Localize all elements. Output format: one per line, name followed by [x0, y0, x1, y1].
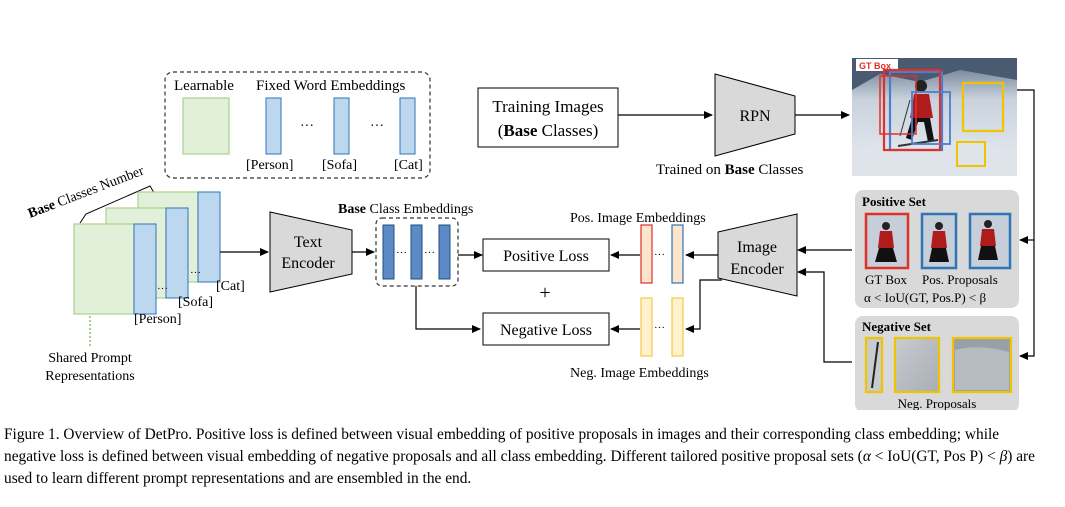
- caption-alpha: α: [862, 448, 871, 465]
- shared-prompt-label: Shared Prompt: [48, 351, 132, 366]
- rpn: RPN: [714, 73, 796, 157]
- rpn-label: RPN: [739, 108, 771, 125]
- ellipsis: ···: [300, 119, 314, 134]
- positive-set-title: Positive Set: [862, 194, 927, 209]
- positive-gt-label: GT Box: [865, 272, 908, 287]
- image-encoder-label-2: Encoder: [730, 261, 784, 278]
- word-embedding-cat: [399, 97, 416, 155]
- positive-loss-box: Positive Loss: [482, 238, 610, 272]
- ellipsis: ···: [396, 247, 407, 259]
- neg-image-embeddings-label: Neg. Image Embeddings: [570, 366, 709, 381]
- ellipsis: ···: [654, 322, 665, 334]
- learnable-label: Learnable: [174, 78, 234, 94]
- training-images-label: Training Images: [492, 97, 603, 116]
- detpro-overview-diagram: Learnable Fixed Word Embeddings ··· ··· …: [26, 58, 1035, 410]
- figure-caption: Figure 1. Overview of DetPro. Positive l…: [4, 424, 1054, 490]
- positive-loss-label: Positive Loss: [503, 248, 589, 265]
- negative-loss-label: Negative Loss: [500, 322, 592, 339]
- class-embeddings: Base Class Embeddings ··· ···: [338, 202, 473, 287]
- caption-text: Figure 1. Overview of DetPro. Positive l…: [4, 426, 1000, 465]
- stack-label-cat: [Cat]: [216, 279, 245, 294]
- pos-image-embeddings-label: Pos. Image Embeddings: [570, 211, 706, 226]
- positive-set-panel: Positive Set GT Box Pos. Proposals α < I…: [855, 190, 1019, 308]
- negative-proposals-label: Neg. Proposals: [898, 396, 977, 410]
- caption-iou: < IoU(GT, Pos P) <: [870, 448, 1000, 465]
- prompt-stack: Base Classes Number ··· ··· [Cat] [Sofa]…: [26, 164, 245, 384]
- fixed-embeddings-label: Fixed Word Embeddings: [256, 78, 406, 94]
- ellipsis: ···: [157, 283, 168, 295]
- training-images-label-2: (Base Classes): [498, 121, 599, 140]
- text-encoder-label: Text: [294, 234, 323, 251]
- word-label-cat: [Cat]: [394, 158, 423, 173]
- neg-image-embeddings: ···: [640, 297, 684, 357]
- stack-label-person: [Person]: [134, 312, 181, 327]
- caption-beta: β: [999, 448, 1008, 465]
- image-encoder-label: Image: [737, 239, 777, 256]
- trained-on-label: Trained on Base Classes: [656, 162, 804, 178]
- ellipsis: ···: [190, 267, 201, 279]
- caption-text-end: ) are used to learn different prompt rep…: [4, 448, 1035, 487]
- negative-set-panel: Negative Set Neg. Proposals: [855, 316, 1019, 410]
- positive-proposals-label: Pos. Proposals: [922, 272, 998, 287]
- pos-image-embeddings: ···: [640, 224, 684, 284]
- stack-label-sofa: [Sofa]: [178, 295, 213, 310]
- word-label-person: [Person]: [246, 158, 293, 173]
- text-encoder: Text Encoder: [269, 211, 353, 293]
- text-encoder-label-2: Encoder: [281, 255, 335, 272]
- word-label-sofa: [Sofa]: [322, 158, 357, 173]
- ellipsis: ···: [654, 249, 665, 261]
- class-embeddings-label: Base Class Embeddings: [338, 202, 473, 217]
- negative-set-title: Negative Set: [862, 319, 932, 334]
- ellipsis: ···: [424, 247, 435, 259]
- prompt-embedding-box: Learnable Fixed Word Embeddings ··· ··· …: [164, 71, 431, 179]
- training-images-box: Training Images (Base Classes): [477, 87, 619, 148]
- ski-photo: GT Box: [852, 58, 1017, 176]
- plus-sign: +: [539, 282, 550, 304]
- iou-condition-label: α < IoU(GT, Pos.P) < β: [864, 290, 986, 305]
- word-embedding-person: [265, 97, 282, 155]
- negative-loss-box: Negative Loss: [482, 312, 610, 346]
- shared-prompt-label-2: Representations: [45, 369, 134, 384]
- ellipsis: ···: [370, 119, 384, 134]
- gt-box-tag: GT Box: [859, 61, 891, 71]
- image-encoder: Image Encoder: [717, 213, 798, 297]
- word-embedding-sofa: [333, 97, 350, 155]
- learnable-block: [182, 97, 230, 155]
